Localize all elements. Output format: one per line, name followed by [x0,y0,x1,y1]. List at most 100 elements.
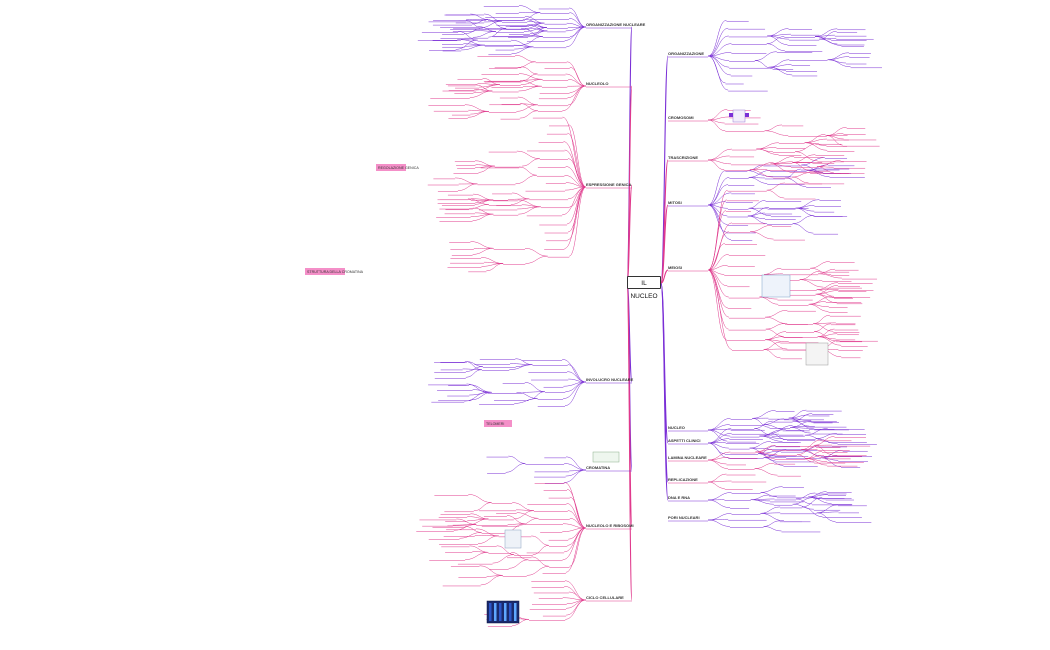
left-cluster-2-17-0-link-2 [472,248,494,255]
branch-right-6[interactable]: DNA E RNA [668,495,690,500]
left-cluster-2-11-0-link-3 [474,199,494,205]
branch-left-2[interactable]: ESPRESSIONE GENICA [586,182,631,187]
right-cluster-10-link-2 [707,519,730,527]
branch-left-0[interactable]: ORGANIZZAZIONE NUCLEARE [586,22,646,27]
right-cluster-0-3-link-0 [766,36,785,44]
chromatin-photo-stripe [514,603,517,621]
branch-right-4[interactable]: ASPETTI CLINICI [668,438,700,443]
left-cluster-5-6-link-0 [506,515,525,524]
right-cluster-9-link-0 [707,451,731,461]
left-cluster-2-10-2-link-1 [469,204,489,210]
left-cluster-5-6-1-link-2 [453,524,477,531]
highlight-note-0[interactable]: REGOLAZIONE GENICA [378,166,419,170]
branch-left-6[interactable]: CICLO CELLULARE [586,595,624,600]
root-node[interactable]: IL NUCLEO [627,276,661,300]
right-cluster-7-0-2-link-0 [795,142,819,152]
branch-left-5[interactable]: NUCLEOLO E RIBOSOMI [586,523,634,528]
right-cluster-7-link-0 [707,148,732,161]
right-cluster-6-0-link-1 [760,492,777,498]
right-cluster-10-0-0-link-0 [802,497,823,508]
right-cluster-2-link-3 [707,192,732,206]
left-cluster-1-link-7 [568,85,587,106]
right-cluster-3-12-link-0 [765,309,788,318]
branch-right-2[interactable]: MITOSI [668,200,682,205]
replication-diagram-image [805,342,829,366]
left-cluster-2-link-6 [565,166,587,188]
right-cluster-10-0-1-link-2 [816,512,836,522]
right-cluster-2-link-8 [707,204,727,233]
left-cluster-1-link-1 [569,67,587,87]
branch-right-8[interactable]: NUCLEO [668,425,685,430]
chromatin-photo-stripe [494,603,497,621]
left-cluster-0-4-2-link-2 [472,31,496,38]
right-cluster-2-0-link-1 [747,170,766,176]
right-cluster-2-5-1-link-3 [795,207,815,216]
left-cluster-0-8-0-link-2 [455,39,478,50]
highlight-note-1[interactable]: STRUTTURA DELLA CROMATINA [307,270,364,274]
right-cluster-6-1-link-3 [750,499,774,505]
branch-left-3[interactable]: INVOLUCRO NUCLEARE [586,377,634,382]
chromatin-photo-stripe [509,603,512,621]
chromosome-diagram-image [761,274,791,298]
branch-left-1[interactable]: NUCLEOLO [586,81,608,86]
right-cluster-3-14-0-link-1 [814,331,836,342]
left-cluster-1-7-2-link-1 [468,109,489,112]
right-cluster-7-2-2-link-2 [816,166,834,173]
right-cluster-0-2-link-1 [767,33,791,37]
left-cluster-1-4-link-2 [518,85,542,92]
right-cluster-2-6-link-3 [747,215,768,224]
right-cluster-3-14-link-3 [765,339,788,350]
right-cluster-2-1-1-link-0 [784,168,801,179]
left-cluster-5-4-link-2 [513,510,534,520]
right-cluster-3-link-14 [707,269,727,340]
branch-right-9[interactable]: LAMINA NUCLEARE [668,455,707,460]
right-cluster-6-0-1-link-3 [808,496,832,504]
left-cluster-2-7-link-0 [519,166,537,176]
legend-marker-1 [745,113,749,117]
branch-right-7[interactable]: TRASCRIZIONE [668,155,698,160]
branch-left-4[interactable]: CROMATINA [586,465,610,470]
right-cluster-7-0-2-link-1 [795,151,818,162]
branch-right-1[interactable]: CROMOSOMI [668,115,694,120]
right-cluster-7-3-0-link-2 [792,162,810,171]
branch-right-10[interactable]: PORI NUCLEARI [668,515,700,520]
right-cluster-9-0-link-3 [755,451,775,459]
right-cluster-3-link-15 [707,269,733,350]
left-cluster-0-6-0-link-1 [464,27,483,35]
branch-right-3[interactable]: MEIOSI [668,265,682,270]
right-cluster-9-link-3 [707,459,728,469]
left-cluster-1-0-link-1 [517,61,536,68]
right-cluster-9-0-2-link-0 [796,446,817,455]
right-cluster-0-2-link-0 [767,28,789,37]
right-cluster-3-14-1-link-3 [817,336,842,346]
right-cluster-5-link-1 [707,480,732,483]
branch-right-5[interactable]: REPLICAZIONE [668,477,698,482]
left-cluster-2-link-1 [568,124,587,188]
right-cluster-7-link-3 [707,159,725,170]
highlight-note-2[interactable]: TELOMERI [486,422,504,426]
left-cluster-5-12-link-1 [526,566,550,576]
right-cluster-0-3-link-1 [766,43,785,51]
left-cluster-2-5-1-link-1 [475,164,495,167]
left-cluster-6-link-3 [562,597,587,601]
right-cluster-1-3-link-0 [764,124,782,132]
legend-marker-0 [729,113,733,117]
right-cluster-10-0-1-link-1 [816,511,839,514]
right-cluster-4-5-1-link-1 [802,450,821,456]
left-cluster-3-link-5 [565,381,587,392]
left-cluster-5-9-1-link-0 [496,545,515,555]
left-cluster-5-4-link-0 [512,502,534,511]
right-cluster-7-3-link-2 [749,169,774,178]
left-cluster-0-6-link-2 [522,36,543,45]
right-cluster-2-1-link-2 [748,177,768,184]
left-cluster-2-link-12 [562,186,587,216]
right-cluster-1-link-3 [707,119,726,132]
branch-right-0[interactable]: ORGANIZZAZIONE [668,51,704,56]
right-cluster-2-5-link-2 [748,208,771,217]
right-cluster-3-link-3 [707,222,732,271]
left-cluster-2-10-link-2 [510,198,530,205]
left-cluster-5-link-1 [566,489,587,529]
right-cluster-1-link-0 [707,109,728,121]
left-cluster-3-6-0-link-3 [471,391,492,401]
